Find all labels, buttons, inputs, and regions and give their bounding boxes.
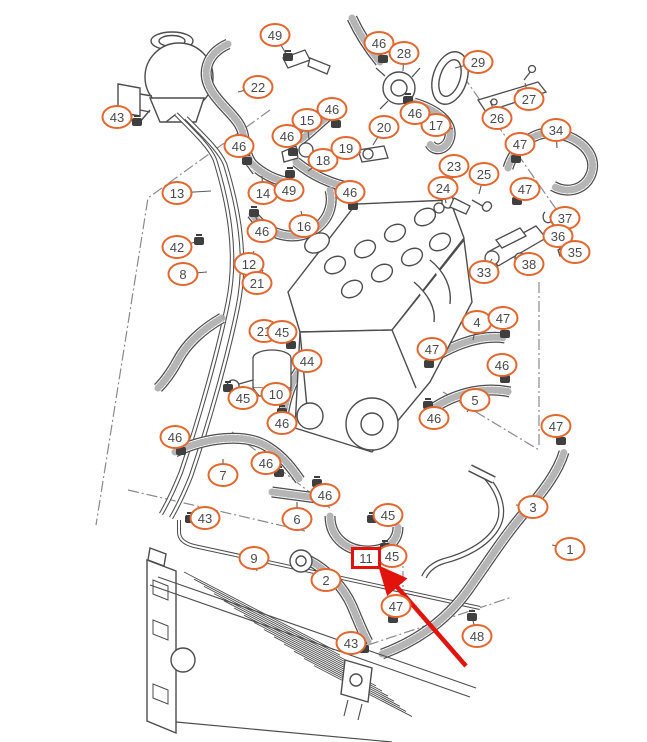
callout-20[interactable]: 20 xyxy=(368,115,400,139)
callout-4[interactable]: 4 xyxy=(461,310,493,334)
callout-19[interactable]: 19 xyxy=(330,136,362,160)
callout-47[interactable]: 47 xyxy=(504,132,536,156)
callout-18[interactable]: 18 xyxy=(307,148,339,172)
callout-8[interactable]: 8 xyxy=(167,262,199,286)
callout-46[interactable]: 46 xyxy=(309,483,341,507)
callout-47[interactable]: 47 xyxy=(487,306,519,330)
callout-47[interactable]: 47 xyxy=(380,594,412,618)
hose-clamp xyxy=(467,610,477,621)
callout-36[interactable]: 36 xyxy=(542,224,574,248)
callout-2[interactable]: 2 xyxy=(310,568,342,592)
callout-35[interactable]: 35 xyxy=(559,240,591,264)
callout-46[interactable]: 46 xyxy=(159,425,191,449)
callout-46[interactable]: 46 xyxy=(250,451,282,475)
hose-clamp xyxy=(285,167,295,178)
pipe-9 xyxy=(177,520,481,610)
callout-21[interactable]: 21 xyxy=(241,271,273,295)
callout-47[interactable]: 47 xyxy=(416,337,448,361)
engine-block xyxy=(287,199,473,453)
sensor-cluster xyxy=(433,195,493,215)
callout-33[interactable]: 33 xyxy=(468,260,500,284)
callout-42[interactable]: 42 xyxy=(161,235,193,259)
pipes-13-8 xyxy=(159,112,245,520)
callout-5[interactable]: 5 xyxy=(459,388,491,412)
callout-44[interactable]: 44 xyxy=(291,349,323,373)
callout-28[interactable]: 28 xyxy=(388,41,420,65)
callout-46[interactable]: 46 xyxy=(486,353,518,377)
highlighted-callout-11[interactable]: 11 xyxy=(351,547,381,569)
radiator xyxy=(146,547,477,742)
callout-46[interactable]: 46 xyxy=(316,97,348,121)
callout-10[interactable]: 10 xyxy=(260,382,292,406)
callout-26[interactable]: 26 xyxy=(481,106,513,130)
highlight-arrow xyxy=(378,565,468,668)
callout-16[interactable]: 16 xyxy=(288,214,320,238)
callout-49[interactable]: 49 xyxy=(259,23,291,47)
callout-46[interactable]: 46 xyxy=(223,134,255,158)
callout-49[interactable]: 49 xyxy=(273,178,305,202)
expansion-tank xyxy=(117,31,214,123)
callout-23[interactable]: 23 xyxy=(438,154,470,178)
callout-47[interactable]: 47 xyxy=(509,177,541,201)
callout-47[interactable]: 47 xyxy=(540,414,572,438)
callout-38[interactable]: 38 xyxy=(513,252,545,276)
callout-6[interactable]: 6 xyxy=(281,507,313,531)
callout-9[interactable]: 9 xyxy=(238,546,270,570)
callout-46[interactable]: 46 xyxy=(334,180,366,204)
callout-43[interactable]: 43 xyxy=(189,506,221,530)
callout-45[interactable]: 45 xyxy=(266,320,298,344)
mounting-knob xyxy=(170,647,196,673)
callout-24[interactable]: 24 xyxy=(427,176,459,200)
callout-1[interactable]: 1 xyxy=(554,537,586,561)
callout-13[interactable]: 13 xyxy=(161,181,193,205)
hose-clamp xyxy=(194,234,204,245)
hose-clamp xyxy=(132,115,142,126)
callout-29[interactable]: 29 xyxy=(462,50,494,74)
callout-3[interactable]: 3 xyxy=(517,495,549,519)
callout-25[interactable]: 25 xyxy=(468,162,500,186)
callout-7[interactable]: 7 xyxy=(207,463,239,487)
valve-cover-bores xyxy=(323,207,452,299)
callout-27[interactable]: 27 xyxy=(513,87,545,111)
pipe-3 xyxy=(421,464,505,579)
callout-46[interactable]: 46 xyxy=(399,101,431,125)
callout-46[interactable]: 46 xyxy=(418,406,450,430)
hose-clamp xyxy=(249,206,259,217)
callout-34[interactable]: 34 xyxy=(540,118,572,142)
callout-43[interactable]: 43 xyxy=(101,105,133,129)
callout-45[interactable]: 45 xyxy=(376,544,408,568)
callout-45[interactable]: 45 xyxy=(227,386,259,410)
callout-45[interactable]: 45 xyxy=(372,503,404,527)
callout-48[interactable]: 48 xyxy=(461,624,493,648)
callout-46[interactable]: 46 xyxy=(266,411,298,435)
callout-46[interactable]: 46 xyxy=(246,219,278,243)
callout-43[interactable]: 43 xyxy=(335,631,367,655)
hose-clamp xyxy=(283,50,293,61)
callout-22[interactable]: 22 xyxy=(242,75,274,99)
